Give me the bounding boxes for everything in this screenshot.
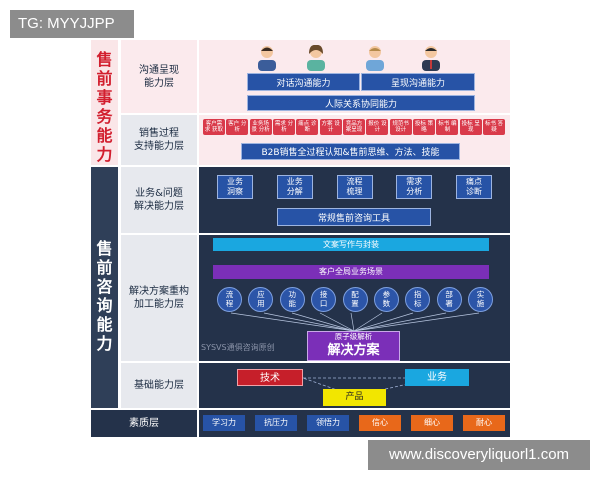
layer-label-solution: 解决方案重构 加工能力层 — [121, 235, 197, 361]
business-capability-box: 需求 分析 — [396, 175, 433, 199]
section-presales-affairs: 售前事务能力 — [91, 40, 118, 165]
quality-item: 学习力 — [203, 415, 245, 431]
layer-body-communication: 对话沟通能力 呈现沟通能力 人际关系协同能力 — [199, 40, 510, 113]
interpersonal-collaboration-box: 人际关系协同能力 — [247, 95, 475, 111]
layer-body-quality: 学习力抗压力领悟力信心细心耐心 — [199, 410, 510, 437]
consulting-tools-banner: 常规售前咨询工具 — [277, 208, 431, 226]
copywriting-bar: 文案写作与封装 — [213, 238, 489, 251]
quality-item: 耐心 — [463, 415, 505, 431]
sales-chip: 竞品方 案呈现 — [343, 119, 365, 135]
element-circle: 部 署 — [436, 287, 462, 312]
sales-chip: 方案 设计 — [319, 119, 342, 135]
foundation-triangle — [302, 377, 436, 397]
business-capability-box: 业务 分解 — [276, 175, 313, 199]
quality-item: 信心 — [359, 415, 401, 431]
sales-chip: 规范书 设计 — [389, 119, 412, 135]
element-circle: 流 程 — [217, 287, 242, 312]
layer-label-foundation: 基础能力层 — [121, 363, 197, 408]
business-capability-box: 痛点 诊断 — [456, 175, 492, 199]
section-title-consulting: 售前咨询能力 — [96, 239, 113, 353]
sales-chip: 标书 答疑 — [483, 119, 505, 135]
layer-body-sales-support: 客户需求 获取客户 分析业务场景 分析需求 分析痛点 诊断方案 设计竞品方 案呈… — [199, 115, 510, 165]
sales-chip: 业务场景 分析 — [249, 119, 272, 135]
section-title-affairs: 售前事务能力 — [96, 50, 113, 164]
element-circle: 实 施 — [468, 287, 493, 312]
sales-chip: 痛点 诊断 — [296, 119, 319, 135]
layer-body-foundation: 技术 业务 产品 — [199, 363, 510, 408]
business-capability-box: 流程 梳理 — [336, 175, 373, 199]
sales-chip: 标书 编制 — [436, 119, 459, 135]
layer-body-business: 业务 洞察业务 分解流程 梳理需求 分析痛点 诊断 常规售前咨询工具 — [199, 167, 510, 233]
element-circle: 应 用 — [248, 287, 274, 312]
quality-item: 抗压力 — [255, 415, 297, 431]
element-circles: 流 程应 用功 能接 口配 置参 数指 标部 署实 施 — [217, 287, 495, 314]
quality-item: 领悟力 — [307, 415, 349, 431]
business-boxes: 业务 洞察业务 分解流程 梳理需求 分析痛点 诊断 — [217, 175, 492, 199]
layer-body-solution: 文案写作与封装 客户全局业务场景 流 程应 用功 能接 口配 置参 数指 标部 … — [199, 235, 510, 361]
element-circle: 指 标 — [405, 287, 431, 312]
person-icon-2 — [307, 45, 325, 71]
person-icon-4 — [422, 46, 440, 71]
sales-chip: 报价 设计 — [366, 119, 389, 135]
sales-process-chips: 客户需求 获取客户 分析业务场景 分析需求 分析痛点 诊断方案 设计竞品方 案呈… — [203, 119, 505, 135]
business-capability-box: 业务 洞察 — [217, 175, 253, 199]
dialogue-communication-box: 对话沟通能力 — [247, 73, 360, 91]
watermark-top-left: TG: MYYJJPP — [10, 10, 134, 38]
watermark-bottom-right: www.discoveryliquorl1.com — [368, 440, 590, 470]
sales-chip: 需求 分析 — [273, 119, 295, 135]
quality-item: 细心 — [411, 415, 453, 431]
business-box: 业务 — [405, 369, 469, 386]
layer-label-quality: 素质层 — [91, 410, 197, 437]
solution-core-subtitle: 原子级解析 — [334, 332, 373, 341]
section-presales-consulting: 售前咨询能力 — [91, 167, 118, 408]
quality-items: 学习力抗压力领悟力信心细心耐心 — [203, 415, 505, 431]
sales-chip: 客户 分析 — [226, 119, 249, 135]
sales-chip: 投标 策略 — [413, 119, 435, 135]
tech-box: 技术 — [237, 369, 303, 386]
layer-label-communication: 沟通呈现 能力层 — [121, 40, 197, 113]
business-scenario-bar: 客户全局业务场景 — [213, 265, 489, 279]
b2b-sales-banner: B2B销售全过程认知&售前思维、方法、技能 — [241, 143, 460, 160]
layer-label-sales-support: 销售过程 支持能力层 — [121, 115, 197, 165]
connector-lines — [230, 312, 480, 332]
solution-watermark-text: SYSVS通俱咨询原创 — [201, 343, 275, 352]
presentation-communication-box: 呈现沟通能力 — [361, 73, 475, 91]
element-circle: 参 数 — [373, 287, 399, 312]
sales-chip: 客户需求 获取 — [203, 119, 225, 135]
layer-label-business: 业务&问题 解决能力层 — [121, 167, 197, 233]
solution-core-title: 解决方案 — [327, 343, 380, 358]
element-circle: 配 置 — [342, 287, 368, 312]
product-box: 产品 — [323, 389, 386, 406]
element-circle: 功 能 — [279, 287, 305, 312]
person-icon-3 — [366, 46, 384, 71]
solution-core-box: 原子级解析 解决方案 — [307, 331, 400, 361]
person-icon-1 — [258, 46, 276, 71]
element-circle: 接 口 — [311, 287, 337, 312]
sales-chip: 投标 呈现 — [459, 119, 482, 135]
